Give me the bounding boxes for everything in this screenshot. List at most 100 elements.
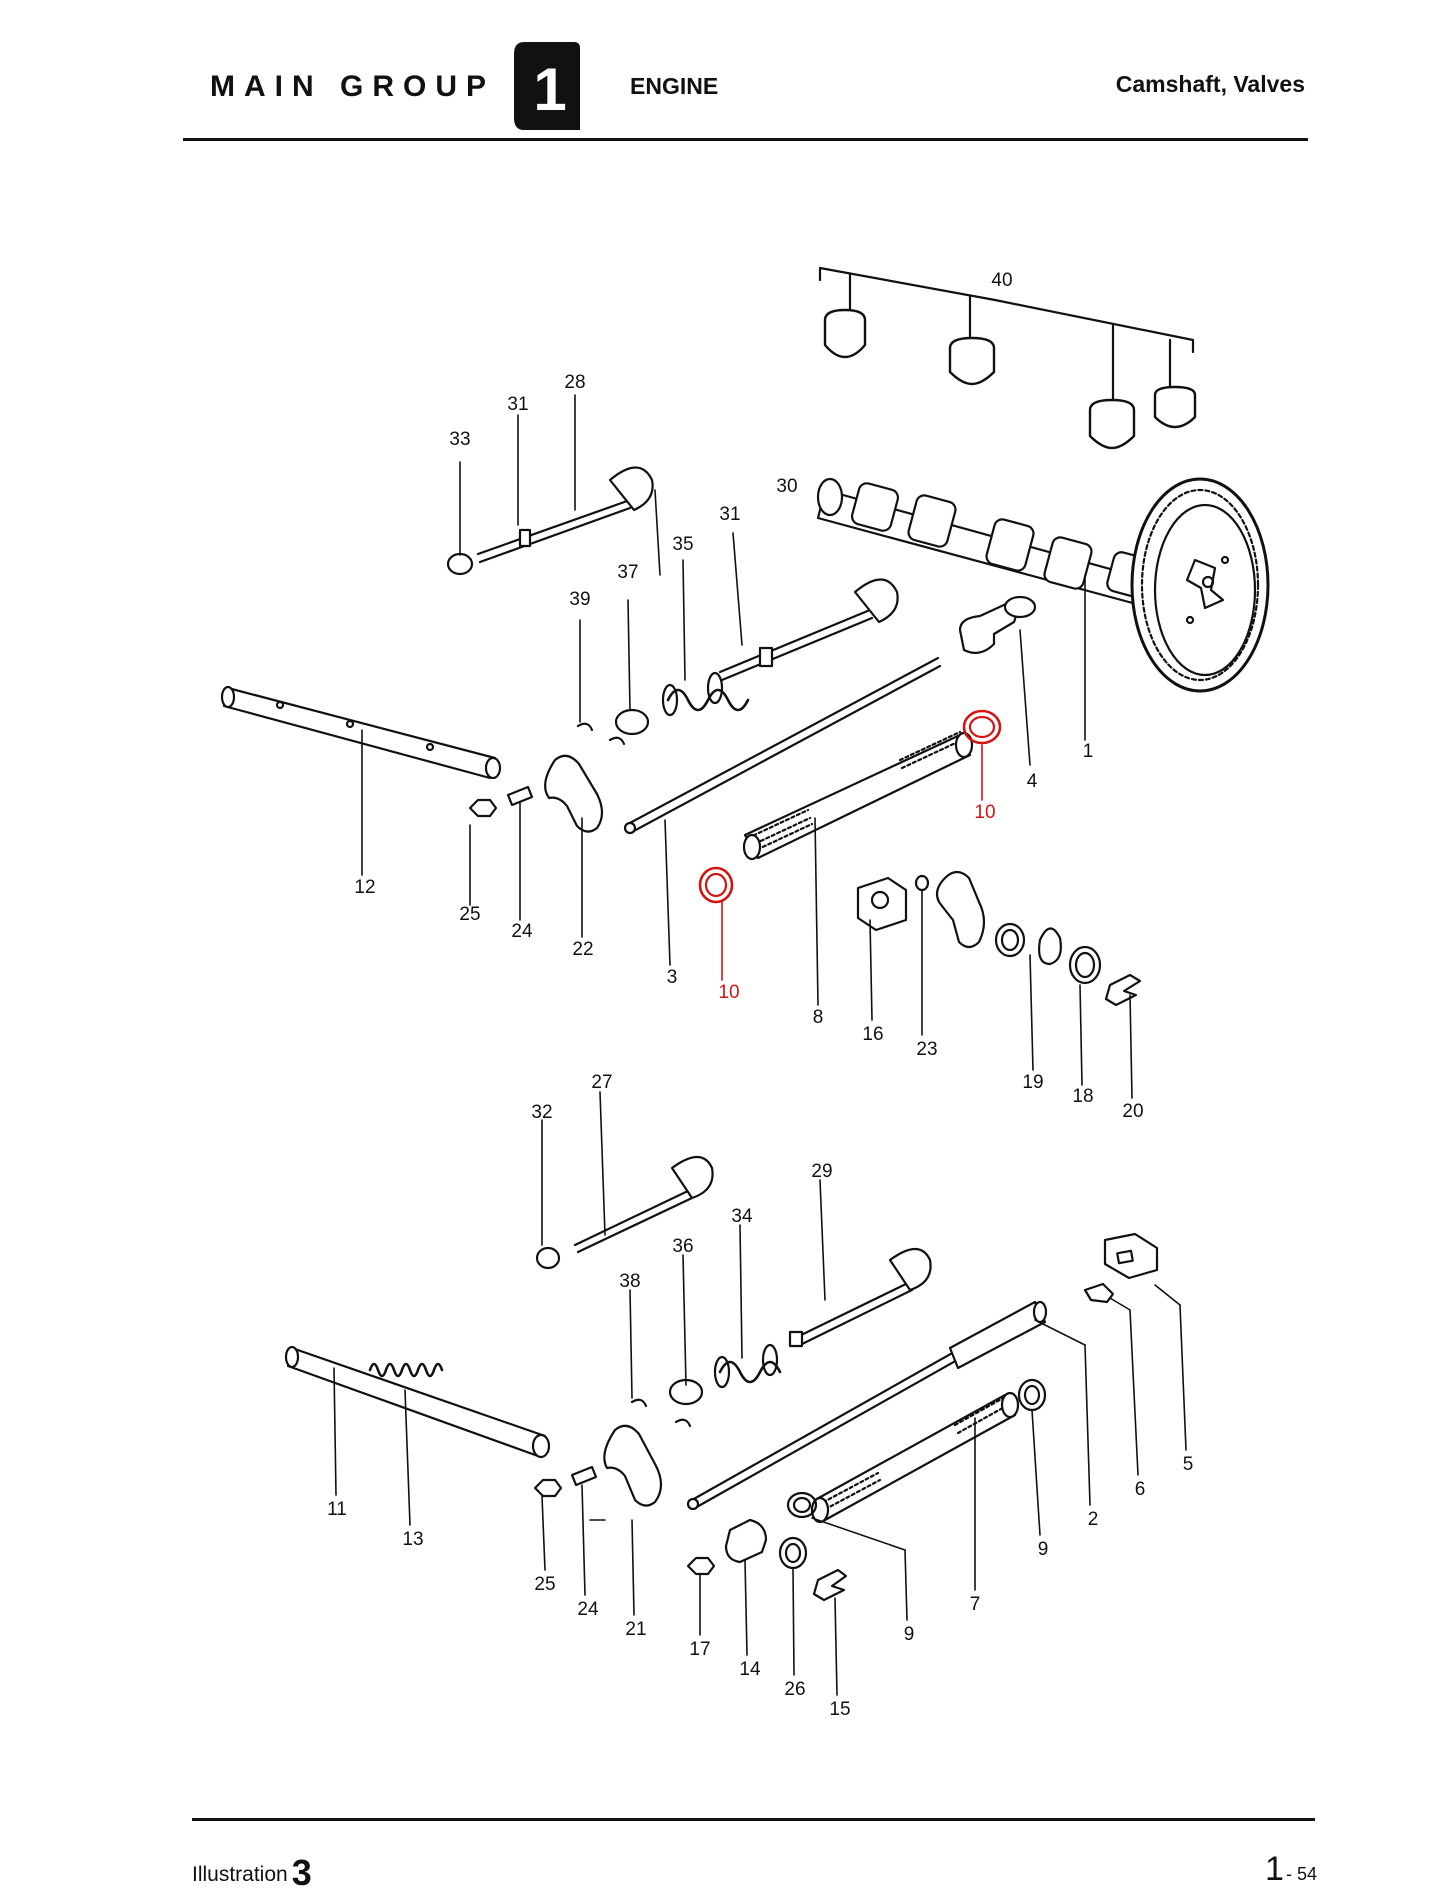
rocker-arm-part [935,870,986,949]
callout-5: 5 [1183,1454,1194,1475]
callout-15: 15 [829,1699,850,1720]
section-title: Camshaft, Valves [1115,71,1305,97]
circlip-part [914,874,930,892]
push-rod-tube-part [810,1391,1020,1524]
retaining-clip-part [1083,1282,1115,1304]
page-major: 1 [1265,1850,1284,1888]
callout-37: 37 [617,562,638,583]
main-group-label: MAIN GROUP [210,70,495,103]
leader-lines [333,394,1187,1696]
callout-19: 19 [1022,1072,1043,1093]
illustration-number: 3 [291,1852,312,1893]
group-number-badge: 1 [514,42,580,130]
callout-27: 27 [591,1072,612,1093]
valve-part [446,466,654,576]
callout-23: 23 [916,1039,937,1060]
tappet-part [958,595,1037,655]
valve-spring-part [661,671,750,717]
callout-24: 24 [511,921,533,942]
callout-31: 31 [719,504,740,525]
spring-retainer-part [614,708,650,736]
camshaft-part [816,477,1154,607]
seal-ring-part [786,1491,818,1519]
washer-part [778,1536,808,1570]
adjusting-nut-part [533,1478,563,1498]
callout-14: 14 [739,1659,761,1680]
rocker-arm-part [603,1424,663,1507]
rocker-support-part [856,876,908,932]
page-minor: - 54 [1285,1864,1317,1884]
seal-ring-part [698,866,734,904]
footer-rule [192,1818,1315,1821]
valve-keeper-part [576,722,626,746]
valve-keeper-part [630,1398,692,1428]
callout-20: 20 [1122,1101,1143,1122]
callout-10: 10 [718,982,739,1003]
callout-9: 9 [904,1624,915,1645]
callout-18: 18 [1072,1086,1093,1107]
callout-16: 16 [862,1024,883,1045]
callout-29: 29 [811,1161,832,1182]
valve-spring-part [713,1343,782,1389]
push-rod-part [686,1300,1048,1511]
push-rod-part [623,656,942,835]
callout-25: 25 [459,904,480,925]
shaft-spring-part [570,1465,598,1487]
callout-21: 21 [625,1619,646,1640]
callout-33: 33 [449,429,470,450]
callout-31: 31 [507,394,528,415]
spring-clip-part [812,1568,848,1602]
group-name: ENGINE [630,73,719,99]
callout-7: 7 [970,1594,981,1615]
seal-ring-part [1017,1378,1047,1412]
seal-ring-part [962,709,1002,745]
callout-39: 39 [569,589,590,610]
adjusting-nut-part [686,1556,716,1576]
callout-40: 40 [991,270,1012,291]
callout-25: 25 [534,1574,555,1595]
tappet-part [724,1518,768,1564]
callout-30: 30 [776,476,797,497]
callout-12: 12 [354,877,375,898]
header-rule [183,138,1308,141]
rocker-arm-part [544,754,604,833]
callout-11: 11 [327,1499,347,1520]
callout-32: 32 [531,1102,552,1123]
callout-13: 13 [402,1529,423,1550]
spring-clip-part [1104,973,1142,1007]
washer-part [1068,945,1102,985]
shaft-spring-part [506,785,534,807]
page-number: 1- 54 [1265,1850,1317,1889]
callout-8: 8 [813,1007,824,1028]
callout-36: 36 [672,1236,693,1257]
callout-10: 10 [974,802,995,823]
rocker-shaft-part [284,1345,551,1459]
rocker-shaft-part [220,685,502,780]
group-number: 1 [533,56,566,123]
illustration-label: Illustration [192,1863,288,1886]
callout-9: 9 [1038,1539,1049,1560]
callout-24: 24 [577,1599,599,1620]
push-rod-tube-part [742,730,974,861]
valve-part [718,578,899,682]
callout-38: 38 [619,1271,640,1292]
valve-part [788,1247,932,1348]
callout-28: 28 [564,372,585,393]
bearing-shells-bracket [818,266,1195,354]
spring-washer-part [1038,927,1062,966]
callout-35: 35 [672,534,693,555]
callout-6: 6 [1135,1479,1146,1500]
callout-3: 3 [667,967,678,988]
bearing-shell-part [823,308,1197,450]
callout-17: 17 [689,1639,710,1660]
callout-34: 34 [731,1206,753,1227]
callout-4: 4 [1027,771,1038,792]
camshaft-gear-part [1130,477,1270,693]
washer-part [994,922,1026,958]
callout-1: 1 [1083,741,1094,762]
adjusting-nut-part [468,798,498,818]
callout-26: 26 [784,1679,805,1700]
valve-part [535,1155,714,1270]
